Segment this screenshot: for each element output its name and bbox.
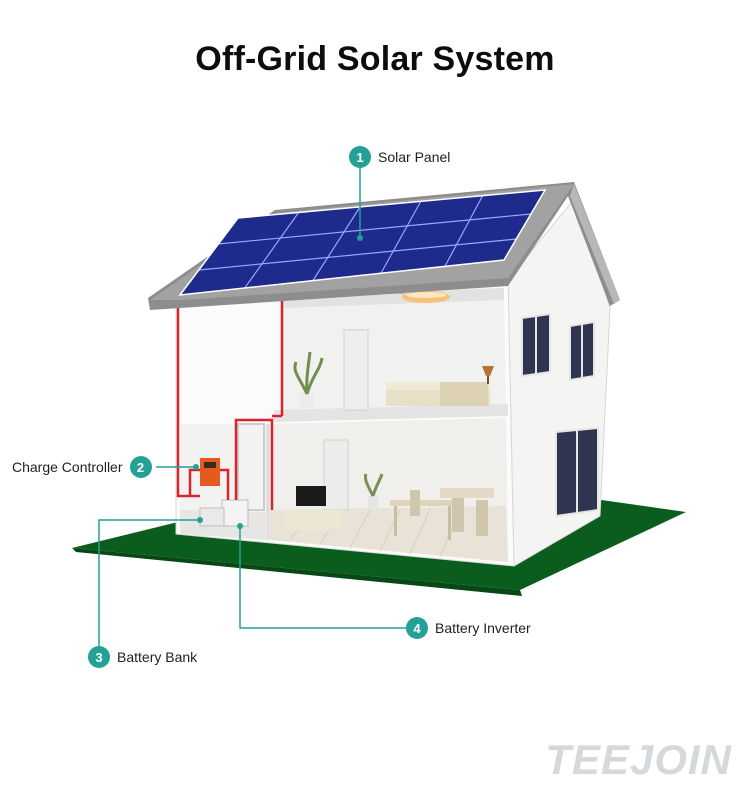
callout-badge: 1 bbox=[349, 146, 371, 168]
callout-label: Charge Controller bbox=[12, 459, 123, 475]
dining-set bbox=[390, 488, 494, 540]
charge-controller-unit bbox=[200, 458, 220, 486]
callout-badge: 2 bbox=[129, 456, 152, 478]
callout-battery-inverter: 4 Battery Inverter bbox=[406, 617, 531, 639]
windows bbox=[521, 312, 599, 518]
callout-label: Battery Bank bbox=[117, 649, 198, 665]
battery-inverter-unit bbox=[221, 499, 249, 527]
callout-solar-panel: 1 Solar Panel bbox=[349, 146, 450, 168]
callout-label: Solar Panel bbox=[378, 149, 451, 165]
tv-unit bbox=[286, 486, 342, 530]
solar-panel-array bbox=[180, 190, 545, 295]
callout-badge: 4 bbox=[406, 617, 428, 639]
callout-battery-bank: 3 Battery Bank bbox=[88, 646, 197, 668]
diagram-title: Off-Grid Solar System bbox=[195, 40, 555, 78]
battery-bank-unit bbox=[199, 507, 225, 527]
brand-watermark: TEEJOIN bbox=[545, 736, 732, 783]
callout-badge: 3 bbox=[88, 646, 110, 668]
lower-plant bbox=[364, 473, 384, 508]
callout-charge-controller: Charge Controller 2 bbox=[12, 456, 152, 478]
bed bbox=[386, 382, 490, 406]
callout-leaders bbox=[98, 166, 412, 646]
table-lamp bbox=[482, 366, 494, 384]
potted-plant bbox=[293, 351, 324, 408]
callout-label: Battery Inverter bbox=[435, 620, 531, 636]
